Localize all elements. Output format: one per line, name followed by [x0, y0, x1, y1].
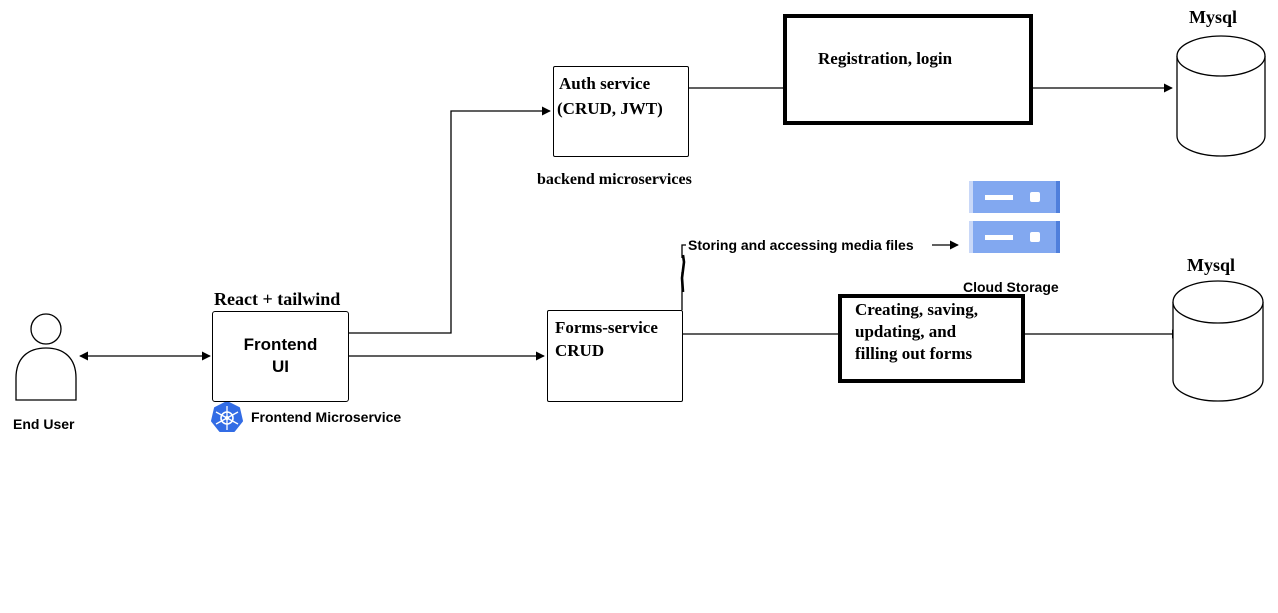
- mysql-cylinder-icon: [1176, 35, 1266, 157]
- forms-actions-line2: updating, and: [855, 322, 957, 341]
- frontend-tech-label: React + tailwind: [214, 289, 341, 309]
- forms-storage-connector-handdrawn: [680, 254, 686, 293]
- frontend-ui-subtitle: UI: [272, 357, 289, 376]
- frontend-ui-box[interactable]: Frontend UI: [212, 311, 349, 402]
- auth-service-box[interactable]: Auth service (CRUD, JWT): [553, 66, 689, 157]
- mysql-label: Mysql: [1187, 255, 1236, 275]
- media-files-label: Storing and accessing media files: [688, 237, 914, 253]
- backend-microservices-caption: backend microservices: [537, 171, 692, 188]
- forms-service-title: Forms-service: [555, 318, 658, 337]
- mysql-label: Mysql: [1189, 7, 1238, 27]
- forms-actions-line3: filling out forms: [855, 344, 973, 363]
- end-user-label: End User: [13, 416, 75, 432]
- forms-actions-box[interactable]: Creating, saving, updating, and filling …: [838, 294, 1025, 383]
- registration-text: Registration, login: [818, 49, 953, 68]
- frontend-auth-connector: [348, 106, 551, 334]
- auth-service-title: Auth service: [559, 74, 651, 93]
- forms-service-box[interactable]: Forms-service CRUD: [547, 310, 683, 402]
- frontend-microservice-label: Frontend Microservice: [251, 409, 402, 425]
- mysql-cylinder-icon: [1172, 280, 1264, 402]
- forms-service-subtitle: CRUD: [555, 341, 605, 360]
- frontend-ui-title: Frontend: [243, 335, 318, 354]
- cloud-storage-icon: [969, 181, 1060, 253]
- auth-service-subtitle: (CRUD, JWT): [557, 99, 663, 118]
- registration-box[interactable]: Registration, login: [783, 14, 1033, 125]
- end-user-icon: [15, 313, 77, 401]
- cloud-storage-label: Cloud Storage: [963, 279, 1059, 295]
- kubernetes-logo: [211, 401, 243, 432]
- forms-actions-line1: Creating, saving,: [855, 300, 978, 319]
